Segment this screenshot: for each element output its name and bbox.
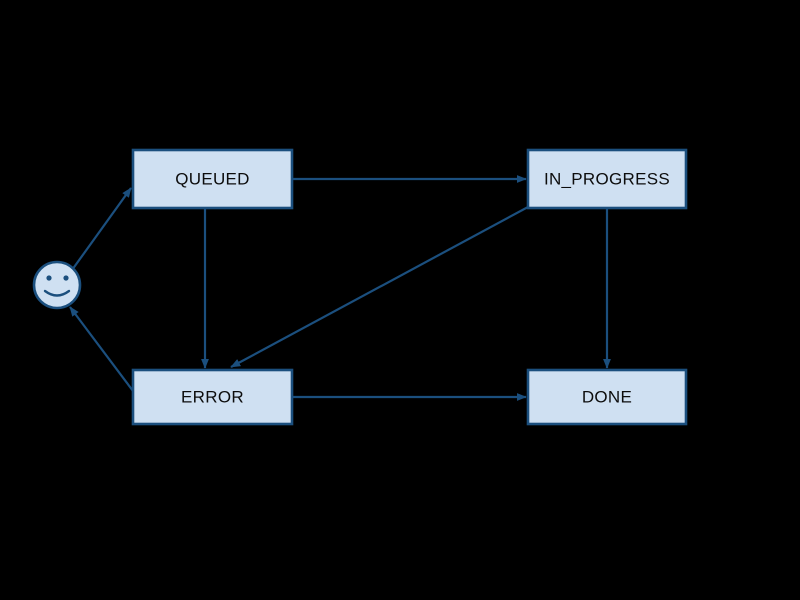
node-error-label: ERROR (181, 387, 244, 406)
node-queued[interactable]: QUEUED (131, 148, 294, 210)
node-in-progress-box[interactable] (526, 148, 688, 210)
smiley-mouth-icon (43, 289, 71, 297)
node-done-label: DONE (582, 387, 632, 406)
node-queued-label: QUEUED (175, 169, 250, 188)
node-in-progress-label: IN_PROGRESS (544, 169, 670, 188)
edge-start-to-queued (71, 187, 132, 271)
node-done-box[interactable] (526, 368, 688, 426)
node-error[interactable]: ERROR (131, 368, 294, 426)
node-in-progress[interactable]: IN_PROGRESS (526, 148, 688, 210)
start-node-circle[interactable] (32, 260, 82, 310)
node-error-box[interactable] (131, 368, 294, 426)
node-queued-box[interactable] (131, 148, 294, 210)
edge-error-to-start (69, 306, 134, 392)
smiley-right-eye-icon (63, 275, 69, 281)
node-start-smiley[interactable] (32, 260, 82, 310)
edge-in-progress-to-error (230, 206, 529, 368)
smiley-left-eye-icon (46, 275, 52, 281)
node-done[interactable]: DONE (526, 368, 688, 426)
